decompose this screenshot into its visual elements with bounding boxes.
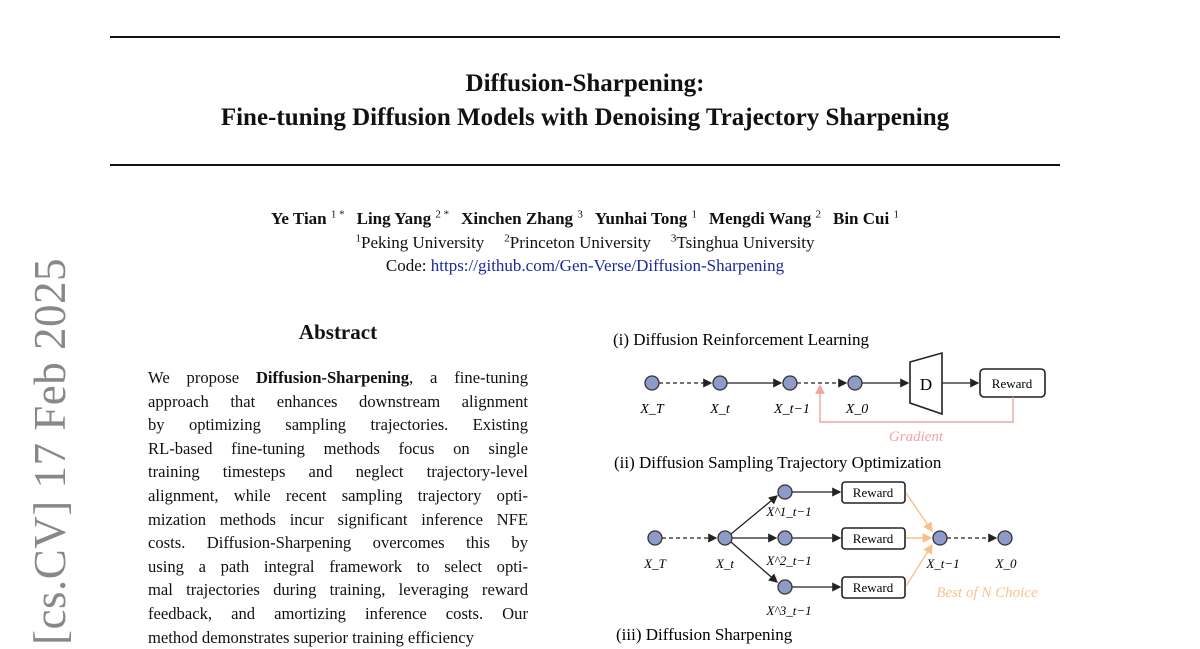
abstract-line: training timesteps and neglect trajector… [148,462,528,482]
abstract-line: RL-based fine-tuning methods focus on si… [148,438,528,458]
abstract-line: approach that enhances downstream alignm… [148,391,528,411]
abstract-line: costs. Diffusion-Sharpening overcomes th… [148,533,528,553]
author: Ling Yang 2 * [356,208,450,228]
label-xT: X_T [639,402,665,417]
reward-box-2 [841,527,906,550]
author: Mengdi Wang 2 [709,208,821,228]
abstract-line: mization methods incur significant infer… [148,509,528,529]
reward-label: Reward [992,376,1033,391]
reward-box-1 [841,481,906,504]
label-xt-2: X_t [715,556,734,571]
node-x0 [847,375,863,391]
label-branch-1: X^1_t−1 [765,504,811,519]
paper-title-line2: Fine-tuning Diffusion Models with Denois… [220,104,950,131]
abstract-line: alignment, while recent sampling traject… [148,485,528,505]
decoder-shape [909,351,943,416]
decoder-label: D [920,375,932,394]
label-xT-2: X_T [643,556,666,571]
abstract-line: by optimizing sampling trajectories. Exi… [148,415,528,435]
abstract-line: using a path integral framework to selec… [148,556,528,576]
label-branch-3: X^3_t−1 [765,603,811,618]
panel3-title: (iii) Diffusion Sharpening [616,625,793,644]
author: Bin Cui 1 [832,208,899,228]
code-link[interactable]: https://github.com/Gen-Verse/Diffusion-S… [430,256,785,275]
reward-label-1: Reward [853,485,894,500]
label-x0-2: X_0 [995,556,1017,571]
reward-label-3: Reward [853,580,894,595]
author-list: Ye Tian 1 * Ling Yang 2 * Xinchen Zhang 3 Y… [110,208,1060,229]
author: Ye Tian 1 * [271,208,345,228]
node-xt [712,375,728,391]
author: Yunhai Tong 1 [594,208,698,228]
node-xT [644,375,660,391]
reward-box-3 [841,576,906,599]
gradient-arrow [815,384,1014,423]
affiliation: 3Tsinghua University [670,232,815,252]
label-x0: X_0 [845,402,869,417]
label-xt: X_t [709,402,731,417]
abstract-line: We propose Diffusion-Sharpening, a fine-… [148,368,528,387]
author: Xinchen Zhang 3 [461,208,583,228]
label-merge: X_t−1 [925,556,959,571]
paper-title-line1: Diffusion-Sharpening: [465,70,705,97]
code-line: Code: https://github.com/Gen-Verse/Diffu… [110,256,1060,276]
panel1-title: (i) Diffusion Reinforcement Learning [613,330,870,349]
abstract-line: mal trajectories during training, levera… [148,580,528,600]
label-xt-1: X_t−1 [773,402,810,417]
abstract-line: method demonstrates superior training ef… [148,627,474,647]
method-name: Diffusion-Sharpening [255,368,410,387]
abstract-line: feedback, and amortizing inference costs… [148,603,528,623]
gradient-label: Gradient [889,429,944,445]
label-branch-2: X^2_t−1 [765,553,811,568]
bottom-rule [110,164,1060,166]
reward-label-2: Reward [853,531,894,546]
affiliations: 1Peking University 2Princeton University 3… [110,232,1060,253]
node-xt-1 [782,375,798,391]
panel2-title: (ii) Diffusion Sampling Trajectory Optim… [614,453,942,472]
affiliation: 2Princeton University [504,232,651,252]
abstract-body: We propose Diffusion-Sharpening, a fine-… [148,366,528,649]
best-of-n-label: Best of N Choice [936,585,1038,601]
abstract-heading: Abstract [298,320,378,344]
top-rule [110,36,1060,38]
affiliation: 1Peking University [355,232,485,252]
code-label: Code: [385,256,427,275]
